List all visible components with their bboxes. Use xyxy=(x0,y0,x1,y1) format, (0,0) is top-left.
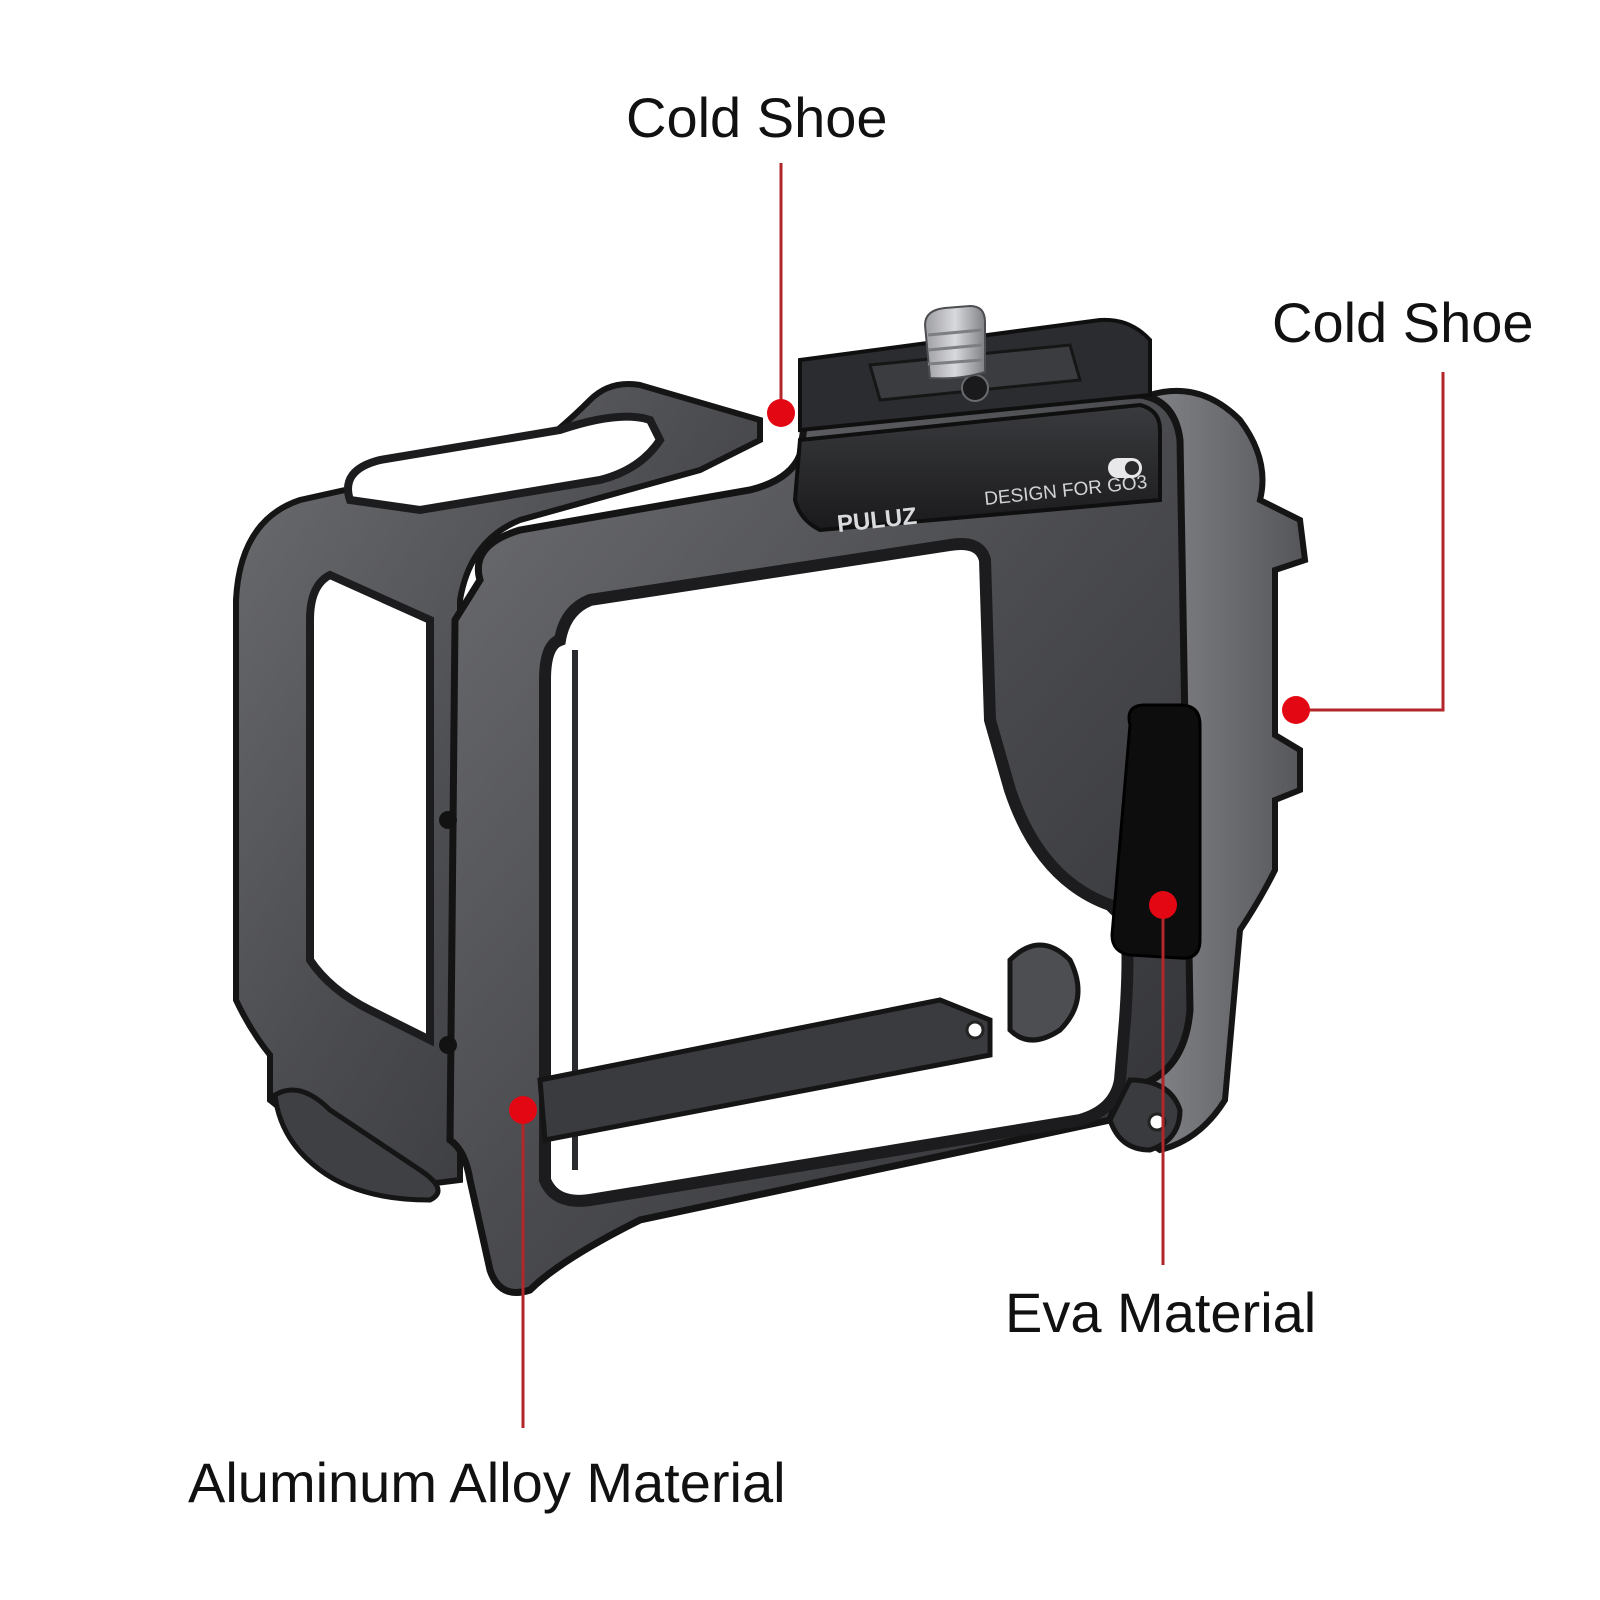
label-eva-material: Eva Material xyxy=(1005,1281,1317,1344)
leader-side-cold-shoe xyxy=(1296,372,1445,712)
thumb-screw-icon xyxy=(923,304,986,380)
front-frame: PULUZ DESIGN FOR GO3 xyxy=(446,391,1194,1296)
callout-dots xyxy=(509,399,1310,1124)
label-top-cold-shoe: Cold Shoe xyxy=(626,86,888,149)
cold-shoe-mount xyxy=(798,304,1152,433)
bottom-hinge xyxy=(272,942,1183,1203)
label-side-cold-shoe: Cold Shoe xyxy=(1272,291,1534,354)
label-aluminum-alloy: Aluminum Alloy Material xyxy=(188,1451,786,1514)
dot-top-cold-shoe xyxy=(767,399,795,427)
rear-frame xyxy=(233,381,763,1194)
dot-side-cold-shoe xyxy=(1282,696,1310,724)
thumb-screw-hole-icon xyxy=(961,374,989,402)
dot-alloy xyxy=(509,1096,537,1124)
dot-eva xyxy=(1149,891,1177,919)
eva-pad xyxy=(1110,703,1202,960)
callout-leaders xyxy=(521,163,1445,1428)
